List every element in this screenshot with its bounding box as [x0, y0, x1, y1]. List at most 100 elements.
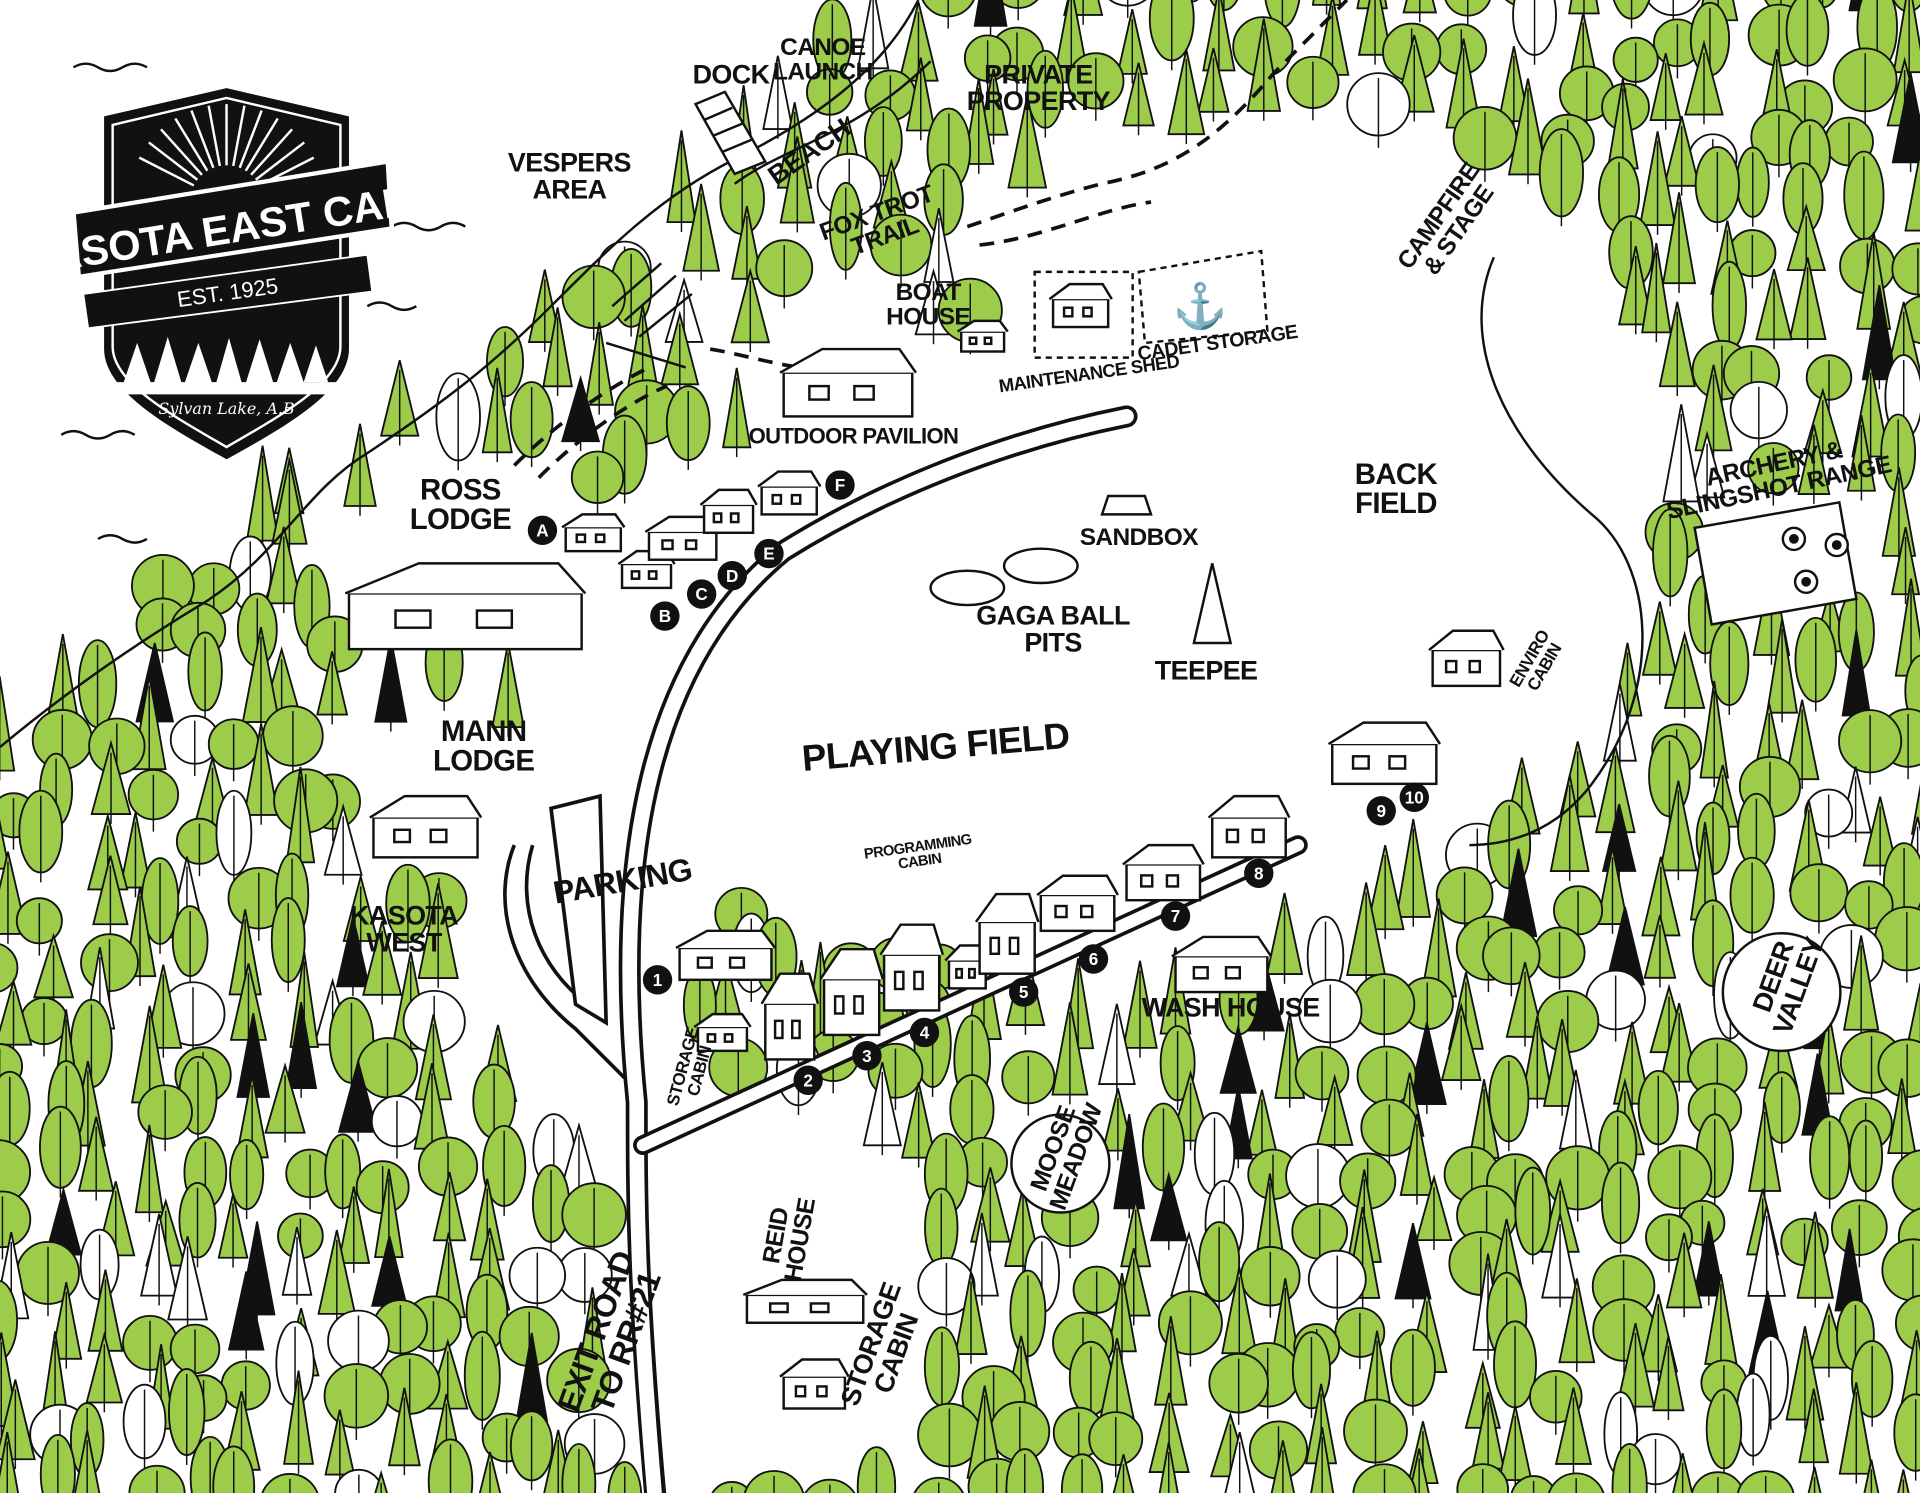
tree-icon [508, 1246, 567, 1316]
tree-icon [682, 183, 721, 281]
tree-icon [285, 1001, 318, 1098]
tree-icon [1838, 1382, 1874, 1484]
tree-icon [1315, 1073, 1354, 1155]
tree-icon [0, 1431, 20, 1493]
label-line: PLAYING FIELD [800, 715, 1071, 779]
marker-6[interactable]: 6 [1078, 944, 1109, 974]
marker-5[interactable]: 5 [1008, 977, 1039, 1007]
tree-icon [973, 0, 1008, 36]
tree-icon [1395, 818, 1432, 927]
tree-icon [1270, 1440, 1296, 1493]
marker-9[interactable]: 9 [1366, 796, 1396, 826]
label-line: AREA [532, 174, 606, 204]
marker-B[interactable]: B [650, 601, 680, 631]
tree-icon [1009, 1269, 1047, 1366]
tree-icon [1549, 775, 1590, 881]
tree-icon [1662, 192, 1697, 293]
tree-icon [869, 213, 933, 288]
label-line: PRIVATE [984, 59, 1092, 89]
tree-icon [1167, 49, 1206, 144]
tree-icon [1026, 49, 1065, 138]
marker-label: A [536, 520, 548, 540]
archery-range [1693, 500, 1858, 626]
tree-icon [128, 1464, 186, 1493]
tree-icon [1784, 699, 1820, 789]
label-line: BOAT [896, 279, 962, 306]
tree-icon [323, 803, 363, 885]
marker-D[interactable]: D [717, 560, 747, 591]
tree-icon [1353, 973, 1416, 1047]
tree-icon [1897, 1469, 1910, 1493]
tree-icon [1542, 1019, 1582, 1116]
marker-label: 6 [1089, 949, 1099, 969]
tree-icon [1645, 0, 1701, 28]
marker-2[interactable]: 2 [793, 1065, 823, 1095]
marker-F[interactable]: F [825, 470, 855, 500]
tree-icon [281, 1226, 313, 1305]
tree-icon [660, 310, 700, 395]
tree-icon [119, 812, 152, 898]
marker-3[interactable]: 3 [852, 1041, 882, 1071]
label-line: TEEPEE [1155, 656, 1258, 686]
label-line: OUTDOOR PAVILION [749, 423, 959, 448]
tree-icon [265, 526, 303, 614]
label-dock: DOCK [693, 59, 771, 89]
label-wash: WASH HOUSE [1142, 993, 1320, 1023]
anchor-icon: ⚓ [1173, 281, 1228, 331]
tree-icon [1891, 1149, 1920, 1213]
tree-icon [1848, 1119, 1884, 1202]
tree-icon [1497, 45, 1531, 131]
tree-icon [324, 1409, 356, 1485]
tree-icon [1149, 1171, 1188, 1251]
tree-icon [666, 130, 697, 232]
tree-icon [1863, 1459, 1880, 1493]
tree-icon [1652, 1336, 1685, 1421]
tree-icon [711, 1481, 753, 1493]
tree-icon [1514, 1166, 1552, 1265]
marker-1[interactable]: 1 [642, 965, 673, 995]
marker-10[interactable]: 10 [1399, 782, 1429, 813]
tree-icon [721, 367, 752, 458]
tree-icon [187, 631, 223, 721]
tree-icon [1832, 47, 1898, 124]
tree-icon [39, 1434, 76, 1493]
tree-icon [730, 267, 771, 353]
label-line: LODGE [433, 744, 534, 777]
marker-4[interactable]: 4 [909, 1017, 940, 1048]
tree-icon [1747, 442, 1800, 506]
storage-cabin [779, 1358, 850, 1410]
tree-icon [1663, 630, 1706, 718]
gaga-pit [929, 569, 1006, 607]
tree-icon [1699, 680, 1729, 788]
label-reid: REIDHOUSE [756, 1192, 821, 1284]
label-playing: PLAYING FIELD [800, 715, 1071, 779]
marker-8[interactable]: 8 [1244, 858, 1274, 888]
tree-icon [1639, 131, 1677, 235]
tree-icon [561, 1182, 627, 1260]
tree-icon [1684, 39, 1724, 125]
tree-icon [1893, 1393, 1920, 1481]
tree-icon [1596, 847, 1629, 934]
tree-icon [435, 372, 481, 471]
tree-icon [317, 1229, 357, 1324]
tree-icon [478, 1451, 502, 1493]
tree-icon [1843, 935, 1880, 1040]
tree-icon [1805, 354, 1853, 413]
tree-icon [264, 1062, 306, 1143]
tree-icon [79, 1228, 120, 1310]
marker-C[interactable]: C [686, 579, 717, 609]
tree-icon [50, 1281, 83, 1369]
tree-icon [1507, 78, 1549, 185]
tree-icon [1797, 424, 1831, 504]
tree-icon [755, 239, 814, 309]
label-programming: PROGRAMMINGCABIN [863, 832, 975, 878]
tree-icon [77, 1116, 115, 1201]
teepee-icon [1192, 563, 1233, 645]
marker-A[interactable]: A [527, 515, 558, 546]
marker-E[interactable]: E [754, 538, 784, 569]
tree-icon [374, 1469, 388, 1493]
tree-icon [1694, 146, 1740, 233]
label-line: WEST [366, 928, 443, 958]
marker-7[interactable]: 7 [1160, 901, 1191, 931]
